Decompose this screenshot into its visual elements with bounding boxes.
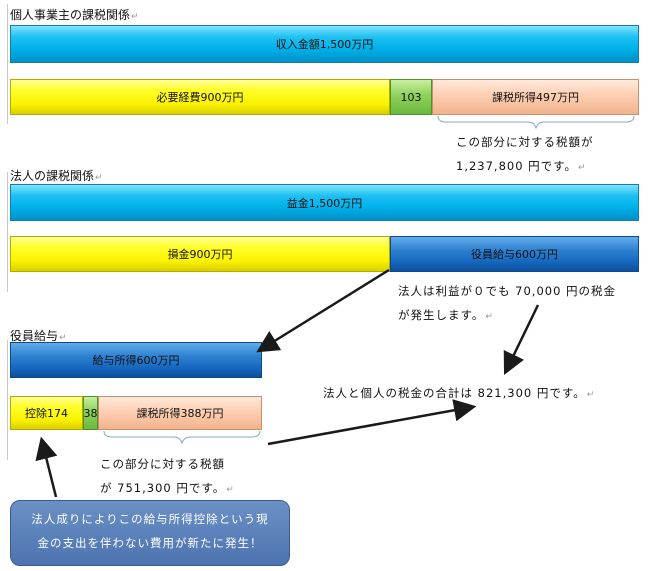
expenses-bar: 必要経費900万円	[10, 79, 390, 115]
heading-text: 個人事業主の課税関係	[10, 8, 131, 22]
note-line: 1,237,800 円です。↵	[456, 159, 587, 173]
callout-box: 法人成りによりこの給与所得控除という現 金の支出を伴わない費用が新たに発生！	[10, 500, 290, 566]
callout-line: 金の支出を伴わない費用が新たに発生！	[37, 536, 263, 550]
heading-text: 法人の課税関係	[10, 169, 95, 183]
section-heading-sole-proprietor: 個人事業主の課税関係↵	[10, 6, 139, 23]
paragraph-mark: ↵	[59, 333, 67, 343]
gross-income-bar-label: 益金1,500万円	[286, 196, 363, 210]
expenses-bar-label: 必要経費900万円	[156, 91, 244, 104]
salary-taxable-income-bar-label: 課税所得388万円	[136, 407, 224, 420]
salary-deduction-bar: 控除174	[10, 396, 83, 430]
taxable-income-bar-label: 課税所得497万円	[492, 91, 579, 104]
revenue-bar-label: 収入金額1,500万円	[275, 38, 374, 51]
note-line: 法人は利益が０でも 70,000 円の税金	[398, 284, 617, 298]
officer-salary-bar-label: 役員給与600万円	[471, 248, 558, 261]
basic-deduction-bar: 38	[83, 396, 98, 430]
corporation-tax-note: 法人は利益が０でも 70,000 円の税金 が発生します。↵	[398, 279, 616, 329]
sole-proprietor-tax-note: この部分に対する税額が 1,237,800 円です。↵	[456, 130, 594, 180]
deduction-bar-label: 103	[400, 90, 422, 104]
arrow-salary-transfer	[256, 268, 390, 353]
salary-income-bar-label: 給与所得600万円	[92, 354, 180, 367]
note-line: が発生します。↵	[398, 308, 494, 322]
revenue-bar: 収入金額1,500万円	[10, 25, 639, 63]
deductible-expenses-bar: 損金900万円	[10, 236, 390, 272]
heading-text: 役員給与	[10, 329, 59, 343]
basic-deduction-bar-label: 38	[83, 406, 98, 420]
note-line: が 751,300 円です。↵	[100, 481, 235, 495]
margin-rule	[7, 172, 8, 292]
paragraph-mark: ↵	[131, 12, 139, 22]
total-tax-note: 法人と個人の税金の合計は 821,300 円です。↵	[323, 386, 596, 400]
taxable-income-bar: 課税所得497万円	[432, 79, 639, 115]
gross-income-bar: 益金1,500万円	[10, 184, 639, 221]
section-heading-officer-salary: 役員給与↵	[10, 327, 67, 344]
brace-salary	[103, 430, 261, 445]
salary-deduction-bar-label: 控除174	[25, 407, 68, 420]
officer-salary-bar: 役員給与600万円	[390, 236, 639, 272]
salary-tax-note: この部分に対する税額 が 751,300 円です。↵	[100, 452, 235, 502]
paragraph-mark: ↵	[95, 173, 103, 183]
section-heading-corporation: 法人の課税関係↵	[10, 167, 103, 184]
deductible-expenses-bar-label: 損金900万円	[167, 248, 233, 261]
note-line: この部分に対する税額	[100, 457, 225, 471]
note-line: この部分に対する税額が	[456, 135, 594, 149]
salary-taxable-income-bar: 課税所得388万円	[98, 396, 262, 430]
callout-line: 法人成りによりこの給与所得控除という現	[31, 512, 269, 526]
deduction-bar: 103	[390, 79, 432, 115]
margin-rule	[7, 340, 8, 460]
arrow-salary-to-total	[267, 399, 477, 446]
brace-sole-proprietor	[437, 115, 635, 130]
margin-rule	[7, 4, 8, 124]
arrow-callout-to-deduction	[35, 436, 58, 498]
salary-income-bar: 給与所得600万円	[10, 342, 262, 378]
